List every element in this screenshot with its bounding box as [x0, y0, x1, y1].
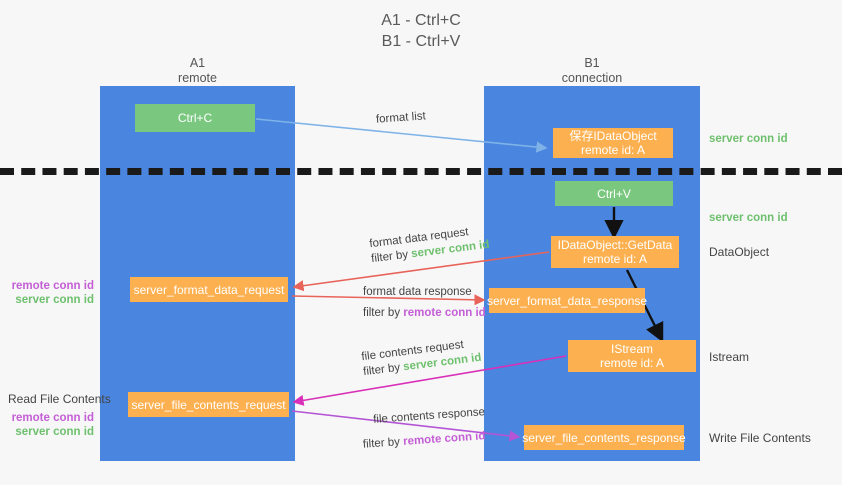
diagram-title: A1 - Ctrl+C B1 - Ctrl+V [0, 10, 842, 52]
box-istream-sub: remote id: A [599, 356, 665, 370]
title-line-2: B1 - Ctrl+V [381, 33, 461, 50]
arrow-label-fcresp-filter: filter by remote conn id [362, 429, 487, 453]
label-dataobject: DataObject [709, 245, 770, 259]
label-server-conn-id-top: server conn id [709, 133, 788, 145]
label-write-file-contents: Write File Contents [709, 431, 811, 445]
lane-a1-sub: remote [178, 71, 217, 85]
arrow-label-file-contents-request: file contents request filter by server c… [361, 336, 483, 380]
arrow-label-format-data-response: format data response filter by remote co… [363, 285, 486, 321]
label-istream: Istream [709, 350, 750, 364]
box-getdata-title: IDataObject::GetData [557, 238, 673, 252]
arrow-label-fcresp-title: file contents response [372, 406, 486, 426]
arrow-label-file-contents-response: file contents response filter by remote … [363, 405, 487, 452]
lane-b1-name: B1 [584, 56, 600, 70]
boundary-divider [0, 168, 842, 175]
filter-by-text: filter by [362, 436, 401, 451]
arrow-label-format-data-request: format data request filter by server con… [369, 223, 491, 267]
title-line-1: A1 - Ctrl+C [381, 12, 461, 29]
label-server-conn-id-upper: server conn id [15, 294, 94, 306]
box-server-format-data-request[interactable]: server_format_data_request [130, 277, 288, 302]
box-istream[interactable]: IStream remote id: A [568, 340, 696, 372]
arrow-label-fdresp-filter: filter by remote conn id [363, 306, 486, 321]
box-server-file-contents-response[interactable]: server_file_contents_response [522, 425, 686, 450]
filter-by-text: filter by [370, 248, 409, 266]
label-conn-ids-lower: remote conn id server conn id [8, 411, 94, 439]
label-remote-conn-id-upper: remote conn id [11, 280, 94, 292]
filter-value-remote-conn-id: remote conn id [402, 430, 486, 448]
box-save-idataobject[interactable]: 保存IDataObject remote id: A [553, 128, 673, 158]
label-server-conn-id-mid: server conn id [709, 212, 788, 224]
box-ctrl-c[interactable]: Ctrl+C [135, 104, 255, 132]
label-read-file-contents: Read File Contents [8, 392, 111, 406]
box-save-idataobject-sub: remote id: A [580, 143, 646, 157]
filter-value-remote-conn-id: remote conn id [403, 307, 486, 319]
lane-a1-name: A1 [189, 56, 206, 70]
box-istream-title: IStream [610, 342, 653, 356]
box-save-idataobject-title: 保存IDataObject [569, 129, 657, 143]
arrow-label-fdresp-title: format data response [363, 286, 472, 298]
label-server-conn-id-lower: server conn id [15, 426, 94, 438]
box-ctrl-v[interactable]: Ctrl+V [555, 181, 673, 206]
box-server-file-contents-request[interactable]: server_file_contents_request [128, 392, 289, 417]
filter-by-text: filter by [362, 361, 401, 379]
box-idataobject-getdata[interactable]: IDataObject::GetData remote id: A [551, 236, 679, 268]
label-remote-conn-id-lower: remote conn id [11, 412, 94, 424]
lane-header-b1: B1 connection [484, 56, 700, 86]
box-getdata-sub: remote id: A [582, 252, 648, 266]
lane-header-a1: A1 remote [100, 56, 295, 86]
lane-b1-sub: connection [561, 71, 623, 85]
label-conn-ids-upper: remote conn id server conn id [8, 279, 94, 307]
box-server-format-data-response[interactable]: server_format_data_response [487, 288, 647, 313]
arrow-label-format-list: format list [375, 110, 427, 126]
filter-by-text: filter by [363, 307, 401, 319]
